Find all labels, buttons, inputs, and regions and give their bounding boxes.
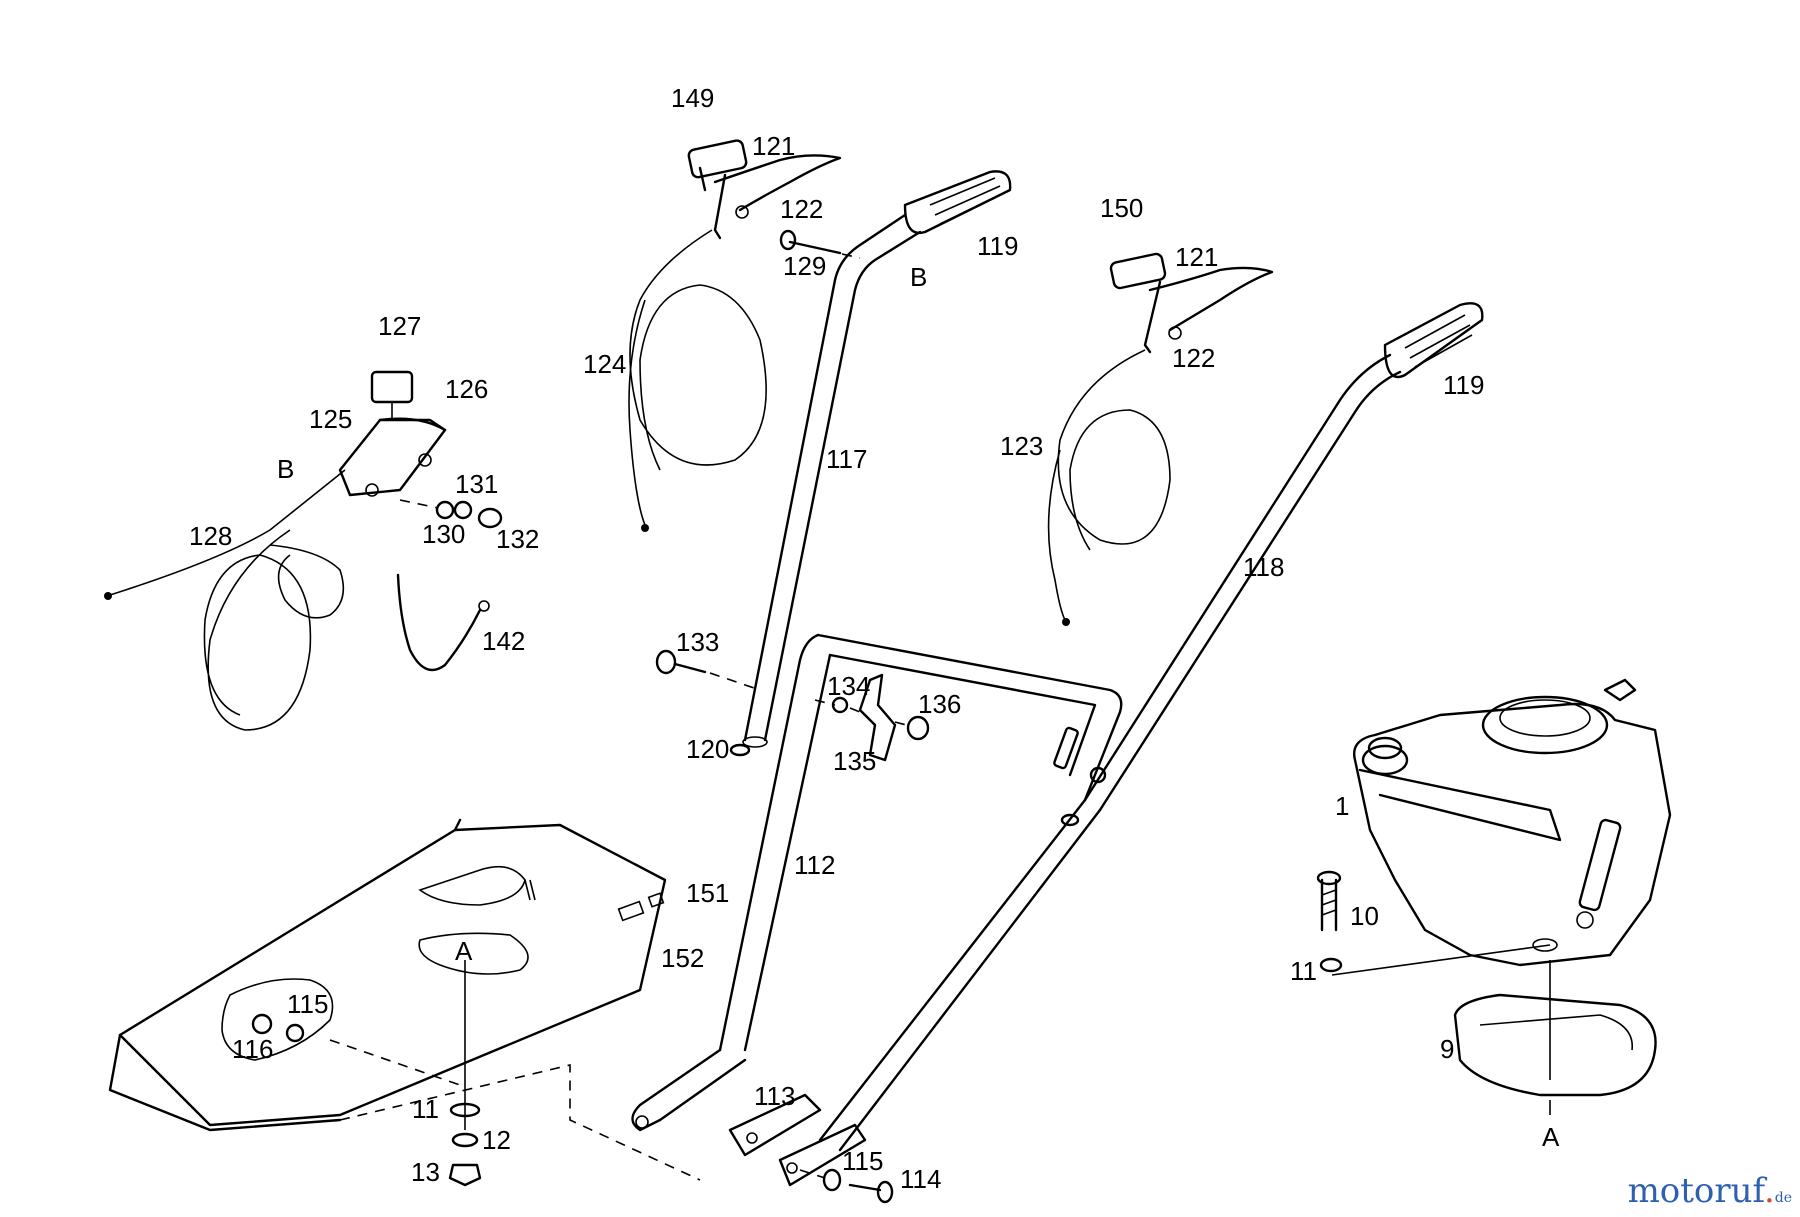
axis-A-fasteners-11-12-13 — [329, 960, 482, 1187]
brand-watermark: motoruf.de — [1628, 1171, 1792, 1211]
label-B-left: B — [277, 454, 294, 484]
label-11-deck: 11 — [412, 1094, 439, 1124]
lower-frame-112 — [631, 633, 1123, 1132]
right-grip-119 — [1383, 302, 1484, 379]
label-142: 142 — [482, 626, 525, 656]
label-121-left: 121 — [752, 131, 795, 161]
right-brake-lever-121 — [1143, 266, 1274, 354]
label-119-right: 119 — [1443, 370, 1484, 400]
watermark-tld: de — [1774, 1190, 1792, 1206]
label-125: 125 — [309, 404, 352, 434]
label-115-deck: 115 — [287, 989, 328, 1019]
nut-130-washer-131-nut-132 — [399, 499, 503, 529]
right-throttle-control-150 — [1109, 252, 1167, 290]
label-11-engine: 11 — [1290, 956, 1317, 986]
label-117: 117 — [826, 444, 867, 474]
label-128: 128 — [189, 521, 232, 551]
label-1: 1 — [1335, 791, 1349, 821]
label-115-frame: 115 — [842, 1146, 883, 1176]
label-134: 134 — [827, 671, 870, 701]
label-118: 118 — [1243, 552, 1284, 582]
bolt-114-nut-115 — [799, 1168, 894, 1204]
cable-128 — [104, 469, 346, 731]
label-122-left: 122 — [780, 194, 823, 224]
label-121-right: 121 — [1175, 242, 1218, 272]
left-cable-124 — [628, 229, 767, 532]
label-12: 12 — [482, 1125, 511, 1155]
label-114: 114 — [900, 1164, 941, 1194]
label-A-deck: A — [455, 936, 473, 966]
label-131: 131 — [455, 469, 498, 499]
bolt-10-washer-11 — [1316, 870, 1551, 976]
washer-120 — [729, 743, 751, 757]
label-130: 130 — [422, 519, 465, 549]
label-113: 113 — [754, 1081, 795, 1111]
label-151: 151 — [686, 878, 729, 908]
label-133: 133 — [676, 627, 719, 657]
label-116: 116 — [232, 1034, 273, 1064]
label-112: 112 — [794, 850, 835, 880]
label-127: 127 — [378, 311, 421, 341]
label-132: 132 — [496, 524, 539, 554]
label-9: 9 — [1440, 1034, 1454, 1064]
left-brake-lever-121 — [713, 154, 842, 240]
watermark-brand: motoruf — [1627, 1171, 1764, 1211]
label-124: 124 — [583, 349, 626, 379]
deck-housing — [108, 818, 701, 1181]
label-150: 150 — [1100, 193, 1143, 223]
left-grip-119 — [903, 170, 1012, 235]
label-126: 126 — [445, 374, 488, 404]
guard-9 — [1453, 960, 1657, 1115]
label-123: 123 — [1000, 431, 1043, 461]
label-122-right: 122 — [1172, 343, 1215, 373]
label-129: 129 — [783, 251, 826, 281]
label-B-right: B — [910, 262, 927, 292]
screw-129 — [779, 229, 861, 259]
label-136: 136 — [918, 689, 961, 719]
watermark-dot: . — [1763, 1171, 1775, 1211]
right-cable-123 — [1047, 349, 1171, 626]
left-throttle-control-149 — [687, 139, 748, 192]
label-A-engine: A — [1542, 1122, 1560, 1152]
cable-142 — [396, 573, 490, 672]
switch-box-125-126 — [338, 370, 447, 497]
label-13: 13 — [411, 1157, 440, 1187]
washer-134-knob-135-nut-136 — [814, 673, 930, 762]
label-10: 10 — [1350, 901, 1379, 931]
label-149: 149 — [671, 83, 714, 113]
bolt-133 — [655, 649, 761, 691]
engine-1 — [1353, 678, 1672, 967]
plates-113 — [728, 1093, 867, 1187]
label-135: 135 — [833, 746, 876, 776]
left-handle-bar-117 — [742, 213, 922, 748]
right-handle-bar-118 — [818, 353, 1402, 1152]
label-120: 120 — [686, 734, 729, 764]
label-152: 152 — [661, 943, 704, 973]
label-119-left: 119 — [977, 231, 1018, 261]
